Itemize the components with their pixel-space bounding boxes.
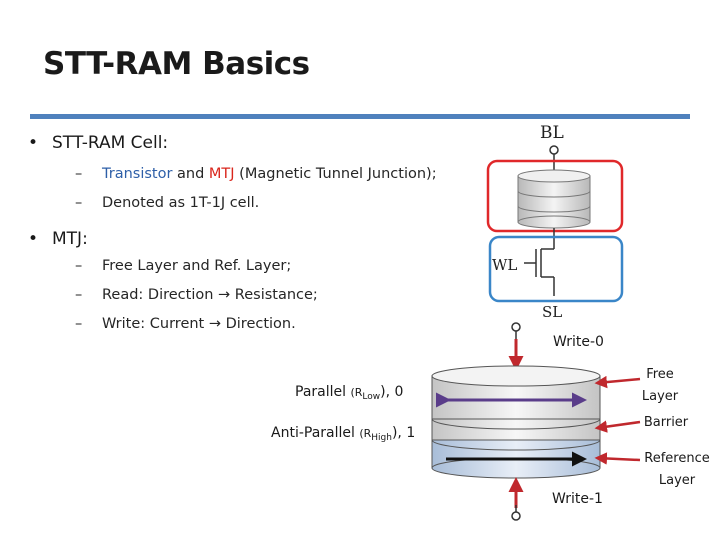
mtj-cylinder <box>431 365 601 479</box>
sub-bullet-text: Read: Direction → Resistance; <box>102 287 318 303</box>
write1-label: Write-1 <box>552 491 603 507</box>
reference-layer-label: Reference Layer <box>638 448 716 492</box>
sub-bullet-write: – Write: Current → Direction. <box>75 316 296 332</box>
sub-bullet-text: Write: Current → Direction. <box>102 316 296 332</box>
text-mtj-expansion: (Magnetic Tunnel Junction); <box>234 166 437 182</box>
anti-parallel-text: Anti-Parallel <box>271 425 355 441</box>
sub-bullet-marker: – <box>75 287 83 303</box>
bullet-text: STT-RAM Cell: <box>52 133 169 153</box>
bullet-marker: • <box>28 229 39 249</box>
parallel-label: Parallel (RLow), 0 <box>295 384 403 402</box>
anti-parallel-r-close: ), 1 <box>391 425 416 441</box>
reference-layer-pointer-arrow <box>594 452 641 465</box>
parallel-r-close: ), 0 <box>380 384 404 400</box>
bullet-stt-ram-cell: • STT-RAM Cell: <box>28 133 168 153</box>
text-and: and <box>172 166 209 182</box>
sub-bullet-free-ref: – Free Layer and Ref. Layer; <box>75 258 291 274</box>
free-layer-pointer-arrow <box>594 375 641 389</box>
term-mtj: MTJ <box>208 166 235 182</box>
bullet-mtj: • MTJ: <box>28 229 88 249</box>
write0-label: Write-0 <box>553 334 604 350</box>
bl-label: BL <box>540 123 564 143</box>
free-layer-label-line2: Layer <box>641 389 679 404</box>
barrier-label: Barrier <box>643 415 689 430</box>
free-layer-label: Free Layer <box>636 364 684 408</box>
term-transistor: Transistor <box>102 166 173 182</box>
bullet-text: MTJ: <box>52 229 88 249</box>
sub-bullet-marker: – <box>75 316 83 332</box>
sl-label: SL <box>542 303 562 321</box>
sub-bullet-denoted: – Denoted as 1T-1J cell. <box>75 195 259 211</box>
anti-parallel-r-open: (R <box>359 427 372 440</box>
title-underline <box>30 114 690 119</box>
write1-terminal-icon <box>511 511 521 521</box>
sub-bullet-read: – Read: Direction → Resistance; <box>75 287 318 303</box>
slide-title: STT-RAM Basics <box>43 46 310 82</box>
barrier-pointer-arrow <box>594 420 641 433</box>
sub-bullet-text: Free Layer and Ref. Layer; <box>102 258 292 274</box>
parallel-r-open: (R <box>350 386 363 399</box>
reference-layer-label-line1: Reference <box>644 451 710 466</box>
bullet-marker: • <box>28 133 39 153</box>
wl-label: WL <box>492 256 517 274</box>
anti-parallel-label: Anti-Parallel (RHigh), 1 <box>271 425 415 443</box>
transistor-highlight-box <box>488 235 624 303</box>
circuit-schematic: BL WL SL <box>486 123 624 321</box>
reference-layer-label-line2: Layer <box>658 473 696 488</box>
parallel-text: Parallel <box>295 384 347 400</box>
write0-terminal-icon <box>511 322 521 332</box>
free-layer-label-line1: Free <box>646 367 674 382</box>
sub-bullet-transistor-mtj: – Transistor and MTJ (Magnetic Tunnel Jun… <box>75 166 437 182</box>
sub-bullet-text: Denoted as 1T-1J cell. <box>102 195 260 211</box>
bl-terminal-icon <box>549 145 559 155</box>
mtj-stack-icon <box>517 169 591 229</box>
transistor-icon <box>524 248 554 278</box>
mtj-highlight-box <box>486 159 624 233</box>
sub-bullet-marker: – <box>75 166 83 182</box>
anti-parallel-r-sub: High <box>371 433 392 443</box>
mtj-layer-diagram <box>431 322 641 521</box>
sub-bullet-marker: – <box>75 258 83 274</box>
parallel-r-sub: Low <box>362 392 381 402</box>
sub-bullet-marker: – <box>75 195 83 211</box>
